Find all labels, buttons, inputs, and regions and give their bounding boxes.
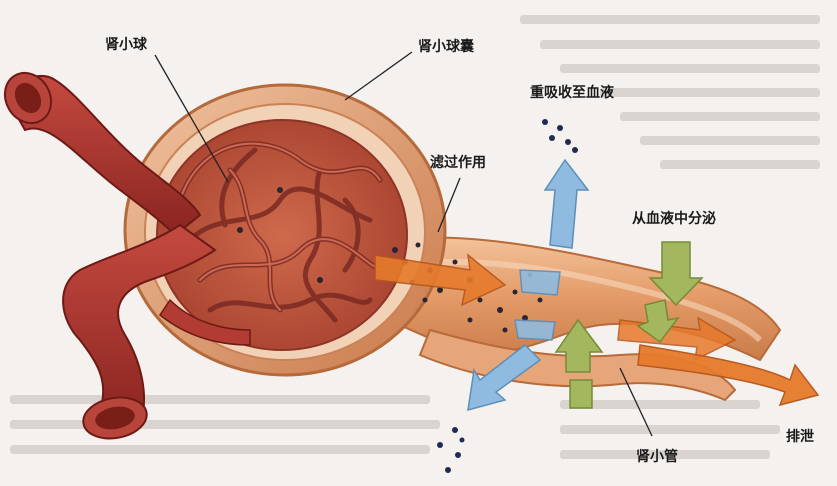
- reabsorption-arrows: [467, 158, 590, 412]
- label-secretion: 从血液中分泌: [632, 211, 716, 227]
- label-excretion: 排泄: [786, 429, 814, 445]
- label-reabsorption: 重吸收至血液: [530, 85, 614, 101]
- label-tubule: 肾小管: [636, 449, 678, 465]
- label-glomerulus: 肾小球: [105, 37, 147, 53]
- label-bowman-capsule: 肾小球囊: [418, 39, 474, 55]
- leader-lines: [154, 51, 653, 437]
- blood-vessels: [3, 71, 251, 440]
- secretion-arrows: [554, 241, 704, 409]
- label-filtration: 滤过作用: [430, 155, 486, 171]
- reabsorbed-particles: [437, 119, 578, 473]
